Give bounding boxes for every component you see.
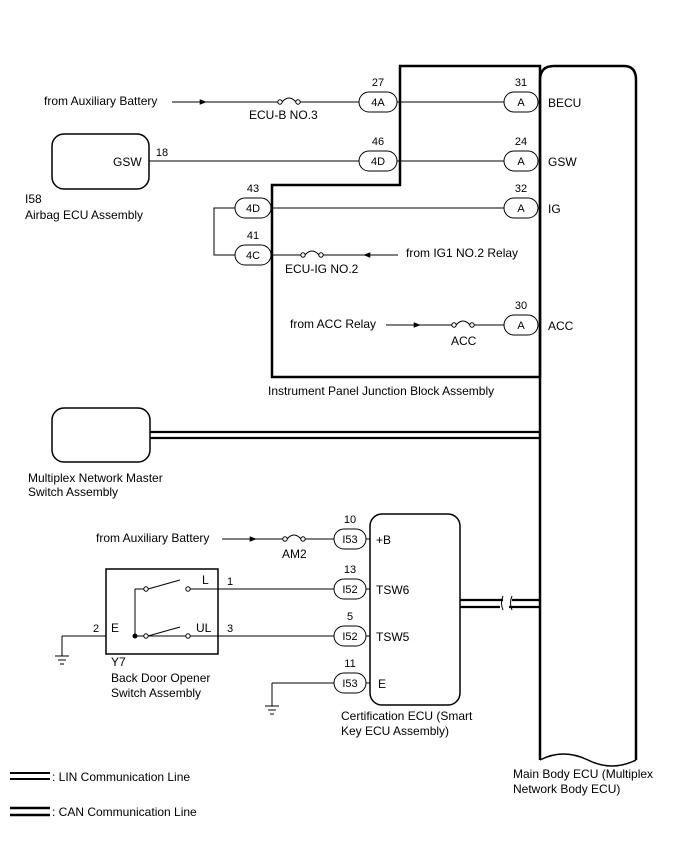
connector-A-ig: A — [503, 197, 539, 219]
pin-2: 2 — [93, 623, 99, 635]
pin-41: 41 — [247, 230, 259, 242]
terminal-tsw5: TSW5 — [376, 630, 410, 644]
connector-A-acc: A — [503, 314, 539, 336]
pin-13: 13 — [344, 564, 356, 576]
connector-A-becu: A — [503, 91, 539, 113]
can-line-multiplex — [150, 430, 540, 440]
pin-31: 31 — [515, 77, 527, 89]
label-ecu-ig-fuse: ECU-IG NO.2 — [285, 262, 359, 276]
ground-symbol-cert — [265, 705, 279, 715]
svg-text:I53: I53 — [342, 678, 357, 690]
pin-10: 10 — [344, 514, 356, 526]
label-switch-line1: Back Door Opener — [111, 671, 210, 685]
label-switch-line2: Switch Assembly — [111, 686, 201, 700]
label-ecu-b-fuse: ECU-B NO.3 — [249, 108, 318, 122]
label-body-line2: Network Body ECU) — [513, 782, 620, 796]
connector-I52-tsw6: I52 — [333, 578, 367, 600]
main-body-ecu-outline — [538, 64, 638, 760]
svg-text:I53: I53 — [342, 534, 357, 546]
svg-text:A: A — [517, 156, 525, 168]
terminal-gsw-body: GSW — [548, 155, 577, 169]
multiplex-switch-box — [51, 407, 151, 463]
terminal-l: L — [202, 573, 209, 587]
svg-text:4C: 4C — [246, 250, 260, 262]
main-body-ecu-break — [539, 753, 637, 767]
pin-3: 3 — [227, 623, 233, 635]
svg-text:4D: 4D — [371, 156, 385, 168]
legend-can-symbol — [10, 806, 50, 817]
svg-text:I52: I52 — [342, 584, 357, 596]
label-from-aux-battery-2: from Auxiliary Battery — [96, 531, 209, 545]
label-from-aux-battery-1: from Auxiliary Battery — [44, 94, 157, 108]
pin-46: 46 — [372, 136, 384, 148]
switch-contacts — [143, 586, 191, 639]
connector-A-gsw: A — [503, 150, 539, 172]
terminal-tsw6: TSW6 — [376, 583, 410, 597]
connector-4A: 4A — [358, 91, 398, 113]
label-junction-block: Instrument Panel Junction Block Assembly — [268, 384, 494, 398]
terminal-becu: BECU — [548, 96, 581, 110]
label-multiplex-line2: Switch Assembly — [28, 485, 118, 499]
svg-text:4D: 4D — [246, 203, 260, 215]
label-switch-code: Y7 — [111, 655, 126, 669]
back-door-switch-box — [105, 568, 219, 655]
label-body-line1: Main Body ECU (Multiplex — [513, 767, 653, 781]
label-airbag-name: Airbag ECU Assembly — [25, 208, 143, 222]
terminal-ig: IG — [548, 202, 561, 216]
comm-line-cert — [460, 595, 540, 611]
terminal-e-switch: E — [111, 621, 119, 635]
pin-18: 18 — [156, 147, 168, 159]
connector-4D-upper: 4D — [358, 150, 398, 172]
label-multiplex-line1: Multiplex Network Master — [28, 471, 163, 485]
label-cert-line1: Certification ECU (Smart — [341, 709, 473, 723]
svg-text:4A: 4A — [371, 97, 385, 109]
connector-I53-e: I53 — [333, 672, 367, 694]
terminal-ul: UL — [196, 621, 212, 635]
terminal-e-cert: E — [378, 677, 386, 691]
label-airbag-code: I58 — [25, 192, 42, 206]
pin-32: 32 — [515, 183, 527, 195]
legend-lin-label: : LIN Communication Line — [52, 770, 190, 784]
pin-43: 43 — [247, 183, 259, 195]
label-am2-fuse: AM2 — [282, 547, 307, 561]
label-from-ig1-relay: from IG1 NO.2 Relay — [406, 246, 518, 260]
switch-junction-dot — [132, 633, 138, 639]
label-cert-line2: Key ECU Assembly) — [341, 724, 449, 738]
terminal-plus-b: +B — [376, 533, 391, 547]
terminal-acc: ACC — [548, 319, 574, 333]
svg-text:A: A — [517, 203, 525, 215]
svg-text:I52: I52 — [342, 631, 357, 643]
connector-I52-tsw5: I52 — [333, 625, 367, 647]
label-from-acc-relay: from ACC Relay — [290, 317, 376, 331]
junction-block-outline — [270, 64, 542, 379]
svg-text:A: A — [517, 97, 525, 109]
fuse-terminals — [277, 99, 475, 542]
ground-symbol-switch — [55, 655, 69, 665]
svg-text:A: A — [517, 320, 525, 332]
label-acc-fuse: ACC — [451, 334, 477, 348]
pin-1: 1 — [227, 576, 233, 588]
connector-I53-plusb: I53 — [333, 528, 367, 550]
pin-11: 11 — [344, 658, 355, 670]
pin-24: 24 — [515, 136, 527, 148]
certification-ecu-box — [369, 513, 461, 706]
connector-4C: 4C — [234, 244, 272, 266]
legend-can-label: : CAN Communication Line — [52, 805, 197, 819]
connector-4D-lower: 4D — [234, 197, 272, 219]
terminal-gsw-airbag: GSW — [113, 155, 142, 169]
pin-27: 27 — [372, 77, 384, 89]
wires — [61, 97, 540, 706]
pin-30: 30 — [515, 300, 527, 312]
pin-5: 5 — [347, 611, 353, 623]
legend-lin-symbol — [10, 772, 50, 780]
